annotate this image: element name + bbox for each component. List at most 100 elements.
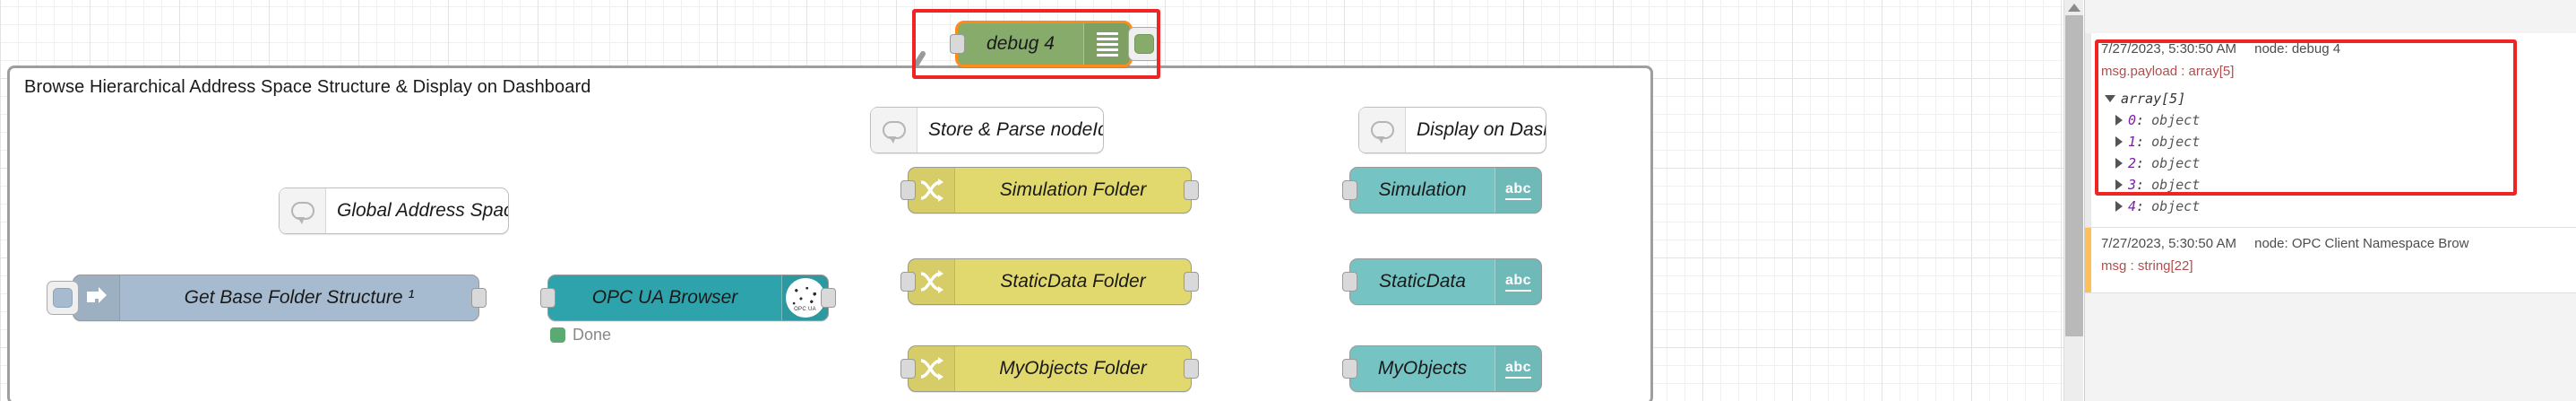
tree-item-type: object: [2151, 198, 2201, 214]
comment-bubble-icon: [1359, 108, 1406, 153]
tree-item-row[interactable]: 0 : object: [2101, 109, 2571, 131]
caret-down-icon[interactable]: [2105, 95, 2115, 102]
debug-message-header: 7/27/2023, 5:30:50 AM node: debug 4: [2101, 41, 2571, 57]
comment-node-global-address-space[interactable]: Global Address Space Folder Browse: [279, 187, 509, 234]
debug-timestamp: 7/27/2023, 5:30:50 AM: [2101, 236, 2236, 251]
switch-node-label: MyObjects Folder: [999, 358, 1147, 379]
ui-text-node-label: Simulation: [1378, 179, 1467, 200]
group-title: Browse Hierarchical Address Space Struct…: [24, 77, 591, 97]
debug-message-entry[interactable]: 7/27/2023, 5:30:50 AM node: OPC Client N…: [2085, 228, 2576, 293]
ui-text-node-label: StaticData: [1379, 271, 1466, 292]
abc-icon-text: abc: [1504, 359, 1532, 379]
status-label: Done: [573, 326, 612, 344]
ui-text-node-simulation[interactable]: Simulation abc: [1342, 167, 1542, 214]
debug-panel-filler: [2085, 0, 2576, 33]
caret-right-icon[interactable]: [2115, 158, 2123, 169]
tree-root-row[interactable]: array[5]: [2101, 88, 2571, 109]
switch-glyph: [920, 270, 943, 293]
comment-label: Store & Parse nodeId & browseName: [928, 119, 1103, 140]
output-port[interactable]: [471, 288, 487, 308]
tree-item-row[interactable]: 3 : object: [2101, 174, 2571, 196]
inject-node-get-base-folder-structure[interactable]: Get Base Folder Structure ¹: [47, 275, 487, 321]
output-port[interactable]: [1184, 272, 1199, 292]
switch-node-myobjects-folder[interactable]: MyObjects Folder: [900, 345, 1199, 392]
abc-text-icon: abc: [1495, 346, 1541, 391]
tree-item-index: 0: [2128, 112, 2137, 128]
comment-bubble-icon: [871, 108, 918, 153]
tree-item-row[interactable]: 4 : object: [2101, 196, 2571, 217]
flow-canvas[interactable]: Browse Hierarchical Address Space Struct…: [0, 0, 2063, 401]
caret-right-icon[interactable]: [2115, 201, 2123, 212]
input-port[interactable]: [1342, 359, 1357, 379]
debug-node-4[interactable]: debug 4: [950, 21, 1160, 67]
tree-item-type: object: [2151, 134, 2201, 150]
switch-node-simulation-folder[interactable]: Simulation Folder: [900, 167, 1199, 214]
debug-list-icon: [1083, 23, 1130, 65]
inject-arrow-glyph: [86, 287, 107, 303]
abc-text-icon: abc: [1495, 168, 1541, 213]
tree-item-index: 1: [2128, 134, 2137, 150]
debug-object-tree[interactable]: array[5] 0 : object 1 : object 2: [2101, 88, 2571, 217]
canvas-vertical-scrollbar[interactable]: [2063, 0, 2083, 401]
tree-item-separator: :: [2136, 134, 2145, 150]
output-port[interactable]: [1184, 359, 1199, 379]
output-port[interactable]: [1184, 180, 1199, 200]
abc-text-icon: abc: [1495, 259, 1541, 304]
tree-item-type: object: [2151, 177, 2201, 193]
switch-glyph: [920, 357, 943, 380]
debug-sidebar-panel[interactable]: 7/27/2023, 5:30:50 AM node: debug 4 msg.…: [2084, 0, 2576, 401]
comment-node-store-parse[interactable]: Store & Parse nodeId & browseName: [870, 107, 1104, 153]
input-port[interactable]: [540, 288, 556, 308]
output-port[interactable]: [821, 288, 836, 308]
caret-right-icon[interactable]: [2115, 179, 2123, 190]
tree-item-separator: :: [2136, 112, 2145, 128]
debug-msg-property: msg : string[22]: [2101, 258, 2193, 274]
caret-right-icon[interactable]: [2115, 115, 2123, 126]
scrollbar-thumb[interactable]: [2065, 15, 2083, 336]
input-port[interactable]: [950, 34, 965, 54]
input-port[interactable]: [1342, 180, 1357, 200]
debug-enable-toggle-button[interactable]: [1128, 27, 1160, 61]
input-port[interactable]: [900, 272, 916, 292]
tree-item-separator: :: [2136, 198, 2145, 214]
tree-item-type: object: [2151, 155, 2201, 171]
debug-node-ref: node: debug 4: [2254, 41, 2341, 57]
tree-item-index: 3: [2128, 177, 2137, 193]
debug-message-entry[interactable]: 7/27/2023, 5:30:50 AM node: debug 4 msg.…: [2085, 33, 2576, 228]
node-status: Done: [550, 326, 611, 344]
input-port[interactable]: [900, 359, 916, 379]
scroll-up-arrow-icon[interactable]: [2067, 4, 2081, 12]
debug-node-ref: node: OPC Client Namespace Brow: [2254, 236, 2469, 251]
switch-icon: [909, 168, 955, 213]
tree-root-label: array[5]: [2121, 91, 2186, 107]
input-port[interactable]: [1342, 272, 1357, 292]
comment-label: Display on Dashboard: [1417, 119, 1546, 140]
opcua-browser-node[interactable]: OPC UA Browser OPC UA Done: [540, 275, 836, 344]
tree-item-row[interactable]: 2 : object: [2101, 153, 2571, 174]
status-dot-icon: [550, 327, 565, 343]
switch-node-staticdata-folder[interactable]: StaticData Folder: [900, 258, 1199, 305]
debug-message-header: 7/27/2023, 5:30:50 AM node: OPC Client N…: [2101, 236, 2571, 251]
ui-text-node-myobjects[interactable]: MyObjects abc: [1342, 345, 1542, 392]
opcua-logo-icon: OPC UA: [781, 275, 828, 320]
inject-trigger-button[interactable]: [47, 281, 79, 315]
inject-arrow-icon: [73, 275, 120, 320]
opcua-browser-label: OPC UA Browser: [591, 287, 738, 308]
switch-icon: [909, 346, 955, 391]
ui-text-node-label: MyObjects: [1377, 358, 1468, 379]
abc-icon-text: abc: [1504, 180, 1532, 200]
switch-icon: [909, 259, 955, 304]
input-port[interactable]: [900, 180, 916, 200]
switch-glyph: [920, 179, 943, 202]
ui-text-node-staticdata[interactable]: StaticData abc: [1342, 258, 1542, 305]
comment-label: Global Address Space Folder Browse: [337, 200, 508, 221]
caret-right-icon[interactable]: [2115, 136, 2123, 147]
tree-item-index: 4: [2128, 198, 2137, 214]
debug-msg-property: msg.payload : array[5]: [2101, 64, 2235, 79]
tree-item-index: 2: [2128, 155, 2137, 171]
tree-item-separator: :: [2136, 177, 2145, 193]
comment-node-display-dashboard[interactable]: Display on Dashboard: [1358, 107, 1546, 153]
tree-item-row[interactable]: 1 : object: [2101, 131, 2571, 153]
switch-node-label: StaticData Folder: [1000, 271, 1146, 292]
